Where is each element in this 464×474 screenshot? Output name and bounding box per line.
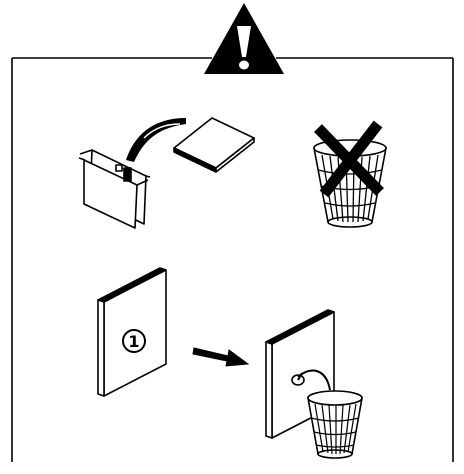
step-number-text: 1 (128, 332, 139, 351)
warning-triangle-icon (204, 3, 284, 74)
motion-swoosh-icon (126, 118, 186, 162)
removed-tab-icon (291, 369, 331, 391)
arrow-right-icon (192, 347, 250, 367)
step-number-badge: 1 (122, 329, 146, 353)
document-sheet-icon (173, 117, 255, 173)
wastebasket-icon (307, 390, 363, 459)
hanging-folder-icon (78, 149, 151, 229)
instruction-panel (11, 57, 454, 462)
wastebasket-crossed-icon (313, 120, 387, 228)
